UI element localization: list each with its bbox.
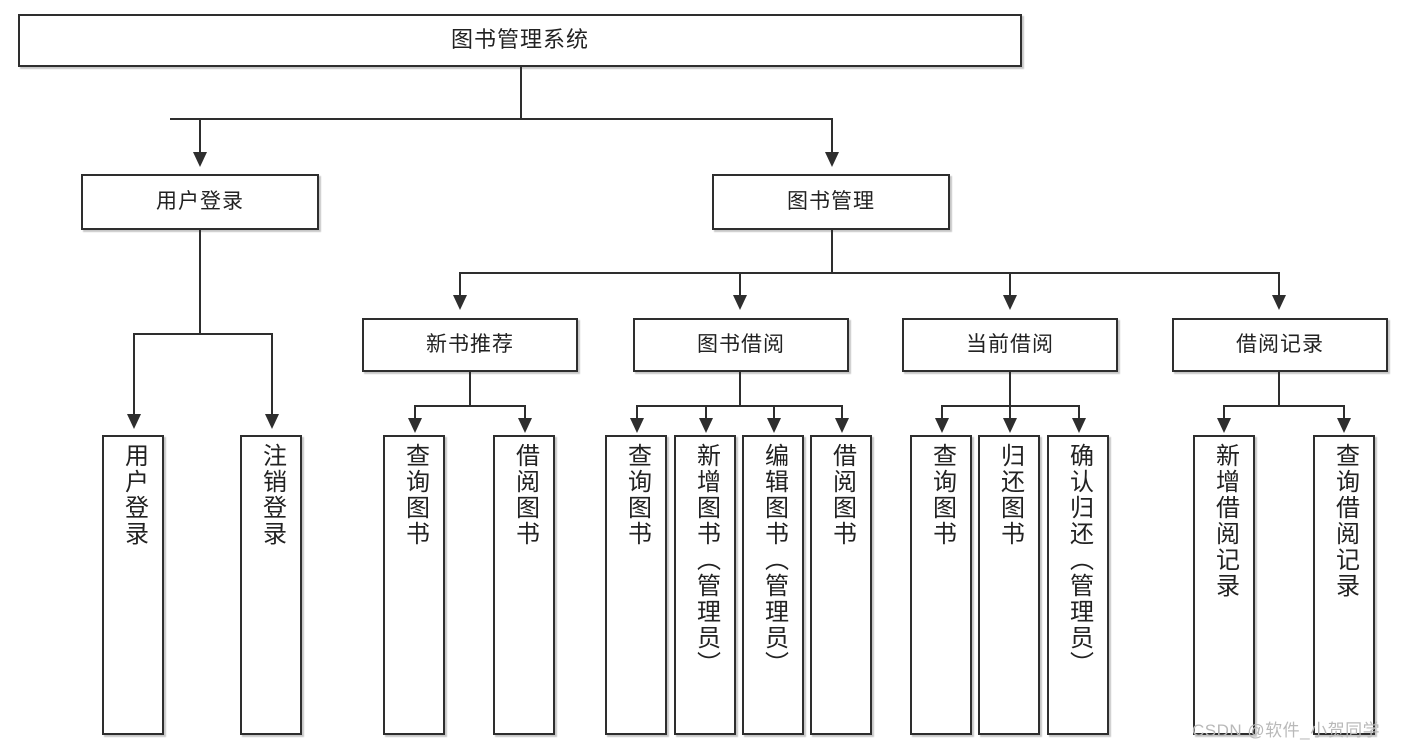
leaf-label: 查询借阅记录 [1331,443,1359,599]
leaf-label: 编辑图书（管理员） [760,443,788,677]
leaf-new-book-borrow[interactable]: 借阅图书 [493,435,555,735]
node-new-book-recommend[interactable]: 新书推荐 [362,318,578,372]
connector-user-login-to-logout [271,333,273,415]
leaf-current-borrow-return[interactable]: 归还图书 [978,435,1040,735]
leaf-current-borrow-confirm[interactable]: 确认归还（管理员） [1047,435,1109,735]
arrowhead-current-borrow-to-confirm [1072,418,1086,433]
connector-current-borrow-to-return [1009,405,1011,419]
node-user-login[interactable]: 用户登录 [81,174,319,230]
arrowhead-root-to-book-manage [825,152,839,167]
arrowhead-root-to-user-login [193,152,207,167]
arrowhead-book-borrow-to-add [699,418,713,433]
node-borrow-record[interactable]: 借阅记录 [1172,318,1388,372]
connector-book-borrow-bus [636,405,841,407]
leaf-label: 确认归还（管理员） [1065,443,1093,677]
connector-book-borrow-to-edit [773,405,775,419]
leaf-borrow-record-query[interactable]: 查询借阅记录 [1313,435,1375,735]
connector-book-borrow-to-add [705,405,707,419]
connector-current-borrow-trunk [1009,372,1011,406]
connector-user-login-trunk [199,230,201,334]
connector-borrow-record-to-query [1343,405,1345,419]
arrowhead-borrow-record-to-query [1337,418,1351,433]
node-book-borrow[interactable]: 图书借阅 [633,318,849,372]
connector-user-login-bus [133,333,273,335]
node-label: 图书管理 [787,190,875,214]
connector-borrow-record-to-add [1223,405,1225,419]
connector-book-manage-trunk [831,230,833,273]
leaf-label: 注销登录 [258,443,286,547]
leaf-label: 查询图书 [623,443,651,547]
leaf-label: 新增图书（管理员） [692,443,720,677]
connector-borrow-record-bus [1223,405,1343,407]
connector-new-book-to-borrow [524,405,526,419]
leaf-label: 借阅图书 [828,443,856,547]
arrowhead-to-book-borrow [733,295,747,310]
connector-to-borrow-record [1278,272,1280,296]
node-root-system[interactable]: 图书管理系统 [18,14,1022,67]
connector-book-manage-bus [459,272,1278,274]
connector-current-borrow-to-confirm [1078,405,1080,419]
connector-root-to-book-manage [831,118,833,153]
connector-new-book-to-query [414,405,416,419]
connector-to-new-book [459,272,461,296]
leaf-book-borrow-borrow[interactable]: 借阅图书 [810,435,872,735]
connector-book-borrow-trunk [739,372,741,406]
connector-new-book-trunk [469,372,471,406]
leaf-user-login[interactable]: 用户登录 [102,435,164,735]
node-label: 借阅记录 [1236,333,1324,357]
arrowhead-to-new-book [453,295,467,310]
arrowhead-new-book-to-query [408,418,422,433]
leaf-label: 借阅图书 [511,443,539,547]
node-label: 新书推荐 [426,333,514,357]
csdn-watermark: CSDN @软件_小贺同学 [1192,721,1381,740]
node-book-management[interactable]: 图书管理 [712,174,950,230]
leaf-label: 查询图书 [401,443,429,547]
connector-current-borrow-to-query [941,405,943,419]
arrowhead-user-login-to-login [127,414,141,429]
node-label: 当前借阅 [966,333,1054,357]
connector-root-to-user-login [199,118,201,153]
connector-book-borrow-to-borrow [841,405,843,419]
leaf-new-book-query[interactable]: 查询图书 [383,435,445,735]
leaf-user-logout[interactable]: 注销登录 [240,435,302,735]
node-label: 用户登录 [156,190,244,214]
node-label: 图书管理系统 [450,27,589,53]
leaf-label: 归还图书 [996,443,1024,547]
arrowhead-book-borrow-to-query [630,418,644,433]
arrowhead-to-borrow-record [1272,295,1286,310]
arrowhead-user-login-to-logout [265,414,279,429]
leaf-current-borrow-query[interactable]: 查询图书 [910,435,972,735]
arrowhead-borrow-record-to-add [1217,418,1231,433]
leaf-label: 新增借阅记录 [1211,443,1239,599]
connector-to-book-borrow [739,272,741,296]
leaf-label: 查询图书 [928,443,956,547]
node-current-borrow[interactable]: 当前借阅 [902,318,1118,372]
arrowhead-current-borrow-to-query [935,418,949,433]
arrowhead-book-borrow-to-borrow [835,418,849,433]
arrowhead-current-borrow-to-return [1003,418,1017,433]
arrowhead-to-current-borrow [1003,295,1017,310]
leaf-book-borrow-add[interactable]: 新增图书（管理员） [674,435,736,735]
arrowhead-new-book-to-borrow [518,418,532,433]
connector-root-bus [170,118,832,120]
leaf-book-borrow-query[interactable]: 查询图书 [605,435,667,735]
connector-book-borrow-to-query [636,405,638,419]
connector-new-book-bus [414,405,524,407]
connector-to-current-borrow [1009,272,1011,296]
node-label: 图书借阅 [697,333,785,357]
connector-borrow-record-trunk [1278,372,1280,406]
leaf-label: 用户登录 [120,443,148,547]
leaf-book-borrow-edit[interactable]: 编辑图书（管理员） [742,435,804,735]
connector-root-trunk [520,67,522,119]
arrowhead-book-borrow-to-edit [767,418,781,433]
leaf-borrow-record-add[interactable]: 新增借阅记录 [1193,435,1255,735]
connector-user-login-to-login [133,333,135,415]
